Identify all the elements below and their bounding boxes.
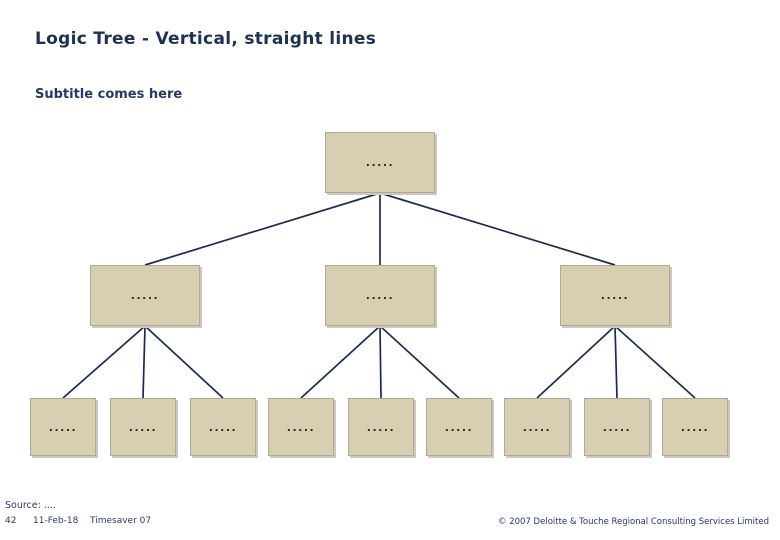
tree-node-leaf-8: .....: [584, 398, 650, 456]
tree-node-label: .....: [444, 420, 474, 434]
tree-node-label: .....: [365, 289, 395, 302]
tree-node-leaf-5: .....: [348, 398, 414, 456]
tree-node-leaf-6: .....: [426, 398, 492, 456]
tree-node-leaf-1: .....: [30, 398, 96, 456]
tree-node-label: .....: [522, 420, 552, 434]
tree-node-label: .....: [128, 420, 158, 434]
tree-node-leaf-4: .....: [268, 398, 334, 456]
page-number: 42: [5, 516, 17, 526]
tree-node-label: .....: [208, 420, 238, 434]
tree-node-root: .....: [325, 132, 435, 193]
tree-node-middle-3: .....: [560, 265, 670, 326]
tree-node-leaf-3: .....: [190, 398, 256, 456]
tree-node-label: .....: [286, 420, 316, 434]
tree-node-label: .....: [600, 289, 630, 302]
tree-node-middle-2: .....: [325, 265, 435, 326]
tree-node-label: .....: [365, 156, 395, 169]
tree-node-leaf-2: .....: [110, 398, 176, 456]
tree-node-middle-1: .....: [90, 265, 200, 326]
footer-date: 11-Feb-18: [33, 516, 79, 526]
tree-node-label: .....: [48, 420, 78, 434]
footer-copyright: © 2007 Deloitte & Touche Regional Consul…: [498, 517, 769, 527]
tree-node-leaf-9: .....: [662, 398, 728, 456]
slide-title: Logic Tree - Vertical, straight lines: [35, 29, 377, 49]
footer-meta: 42 11-Feb-18 Timesaver 07: [0, 516, 400, 530]
slide-subtitle: Subtitle comes here: [35, 87, 183, 102]
tree-node-label: .....: [602, 420, 632, 434]
footer-doc-name: Timesaver 07: [90, 516, 152, 526]
tree-node-label: .....: [680, 420, 710, 434]
tree-node-leaf-7: .....: [504, 398, 570, 456]
tree-node-label: .....: [366, 420, 396, 434]
footer-source: Source: ....: [5, 500, 56, 511]
tree-node-label: .....: [130, 289, 160, 302]
